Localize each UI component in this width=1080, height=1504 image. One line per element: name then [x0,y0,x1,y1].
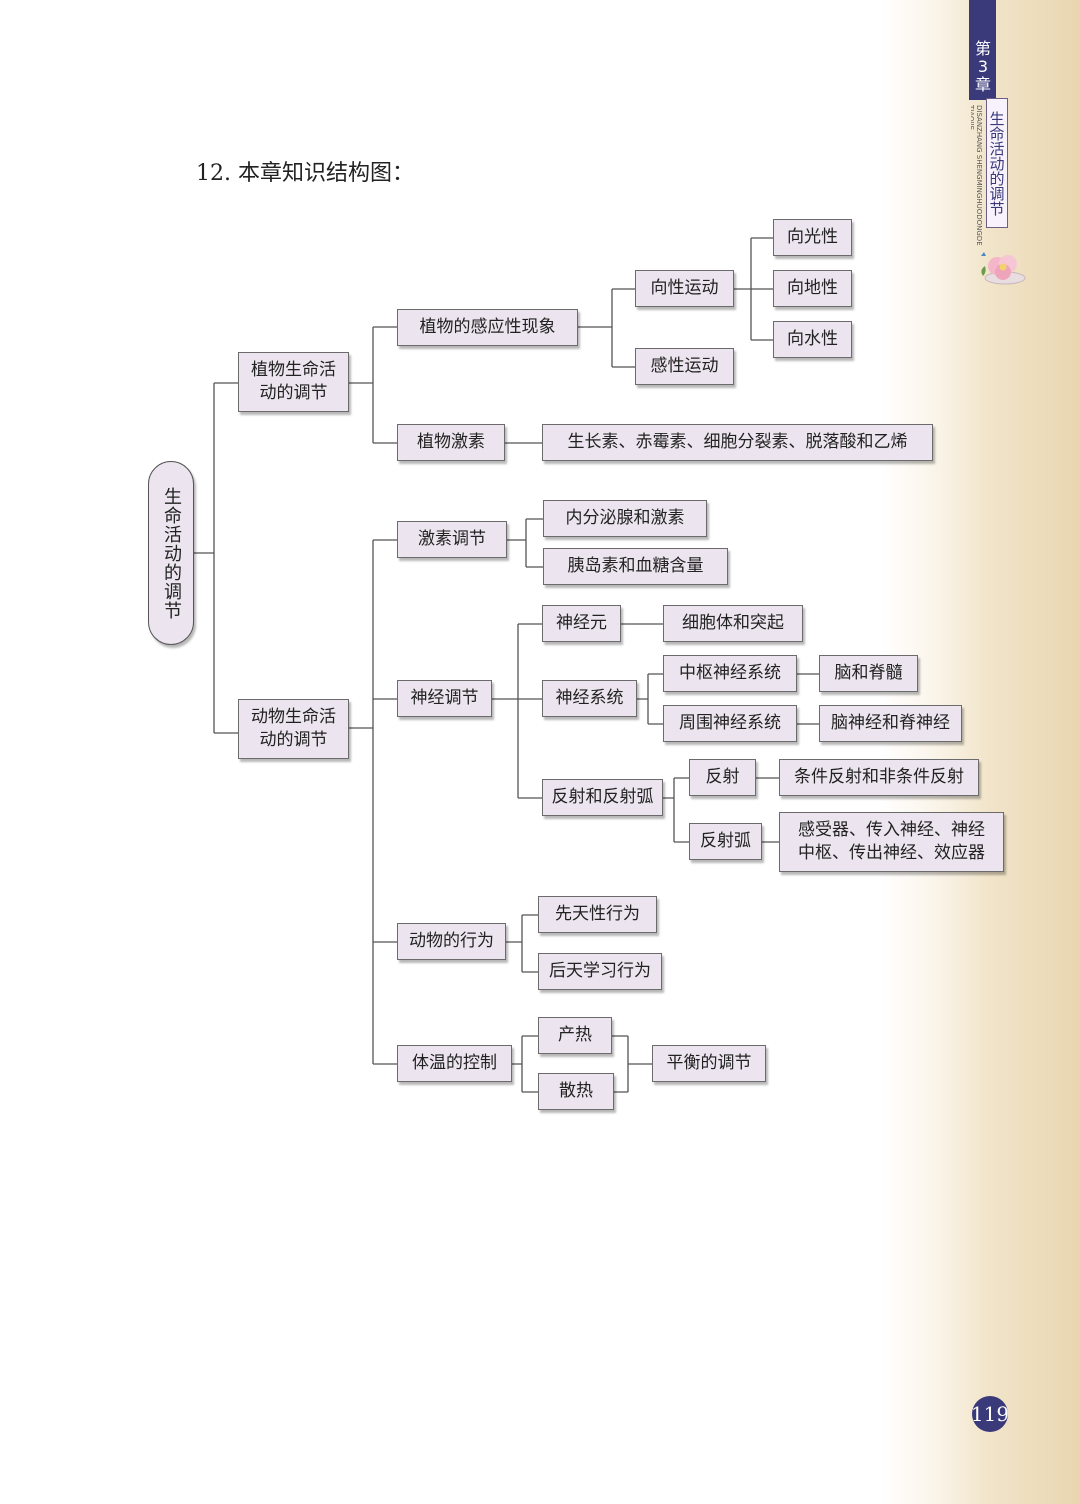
node-innate-behavior: 先天性行为 [538,896,657,933]
chapter-tab [969,0,996,100]
node-tropism: 向性运动 [635,270,734,307]
node-reflex-arc-detail: 感受器、传入神经、神经中枢、传出神经、效应器 [779,812,1004,872]
chapter-title: 生命活动的调节 [986,98,1008,228]
node-animal-behavior: 动物的行为 [397,923,506,960]
node-central-nervous-system: 中枢神经系统 [663,655,797,692]
node-nastic-movement: 感性运动 [635,348,734,385]
node-plant-hormone-detail: 生长素、赤霉素、细胞分裂素、脱落酸和乙烯 [542,424,933,461]
node-hydrotropism: 向水性 [773,321,852,358]
node-nerve-regulation: 神经调节 [397,680,492,717]
node-learned-behavior: 后天学习行为 [538,953,662,990]
node-heat-dissipation: 散热 [538,1073,614,1110]
node-peripheral-nervous-system: 周围神经系统 [663,705,797,742]
chapter-pinyin: DISANZHANG SHENGMINGHUODONGDE TIAOJIE [971,105,983,246]
page-number: 119 [971,1396,1009,1432]
node-geotropism: 向地性 [773,270,852,307]
node-reflex-detail: 条件反射和非条件反射 [779,759,979,796]
node-balance-regulation: 平衡的调节 [652,1045,766,1082]
node-heat-production: 产热 [538,1017,612,1054]
node-brain-spinal-cord: 脑和脊髓 [819,655,918,692]
node-cranial-spinal-nerves: 脑神经和脊神经 [819,705,962,742]
page-heading: 12. 本章知识结构图： [196,161,414,186]
node-neuron: 神经元 [542,605,621,642]
node-reflex-arc: 反射弧 [689,823,762,860]
node-plant-hormone: 植物激素 [397,424,505,461]
node-hormone-regulation: 激素调节 [397,521,507,558]
node-reflex-and-arc: 反射和反射弧 [542,779,663,816]
node-animal-regulation: 动物生命活动的调节 [238,699,349,759]
node-plant-regulation: 植物生命活动的调节 [238,352,349,412]
node-neuron-detail: 细胞体和突起 [663,605,803,642]
chapter-label: 第3章 [974,39,991,94]
node-phototropism: 向光性 [773,219,852,256]
node-nervous-system: 神经系统 [542,680,637,717]
node-reflex: 反射 [689,759,756,796]
node-temperature-control: 体温的控制 [397,1045,512,1082]
node-endocrine-glands: 内分泌腺和激素 [543,500,707,537]
node-insulin-blood-sugar: 胰岛素和血糖含量 [543,548,728,585]
flower-icon [981,252,1026,285]
node-plant-response: 植物的感应性现象 [397,309,578,346]
root-node: 生命活动的调节 [148,461,194,645]
